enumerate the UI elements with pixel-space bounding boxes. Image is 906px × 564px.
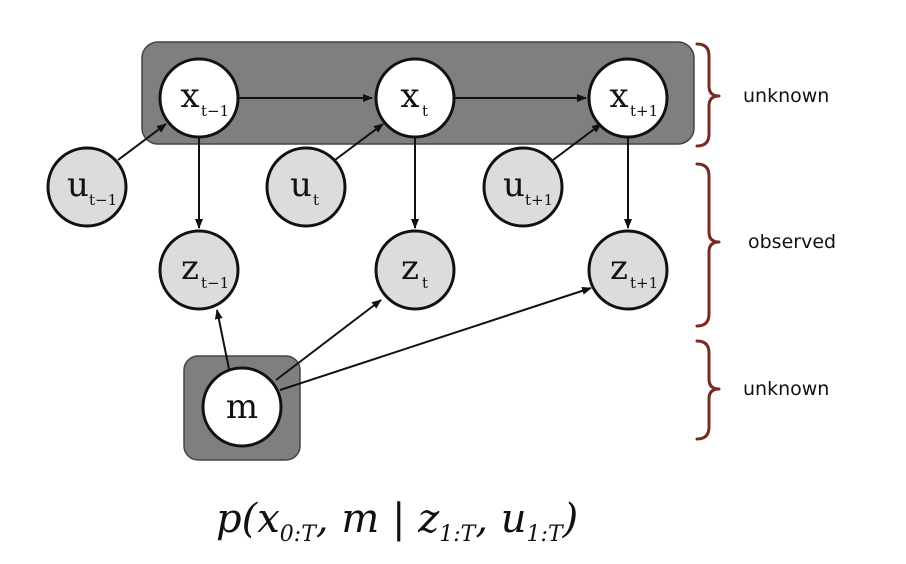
node-z-t-subscript: t — [422, 274, 428, 292]
formula-z-subscript: 1:T — [439, 522, 477, 547]
node-x-next-subscript: t+1 — [630, 102, 658, 120]
node-x-next: x t+1 — [587, 57, 669, 139]
node-u-next: u t+1 — [482, 146, 564, 228]
node-z-prev: z t−1 — [158, 229, 240, 311]
node-z-t: z t — [374, 229, 456, 311]
edge-u-next-to-x-next — [552, 123, 602, 161]
node-z-next-subscript: t+1 — [630, 274, 658, 292]
node-x-t-subscript: t — [422, 102, 428, 120]
node-x-next-label: x — [609, 76, 628, 116]
bracket-middle — [695, 162, 721, 328]
formula-u-subscript: 1:T — [527, 522, 565, 547]
formula-separator-2: , — [475, 496, 500, 542]
node-u-prev-label: u — [67, 165, 89, 205]
edge-m-to-z-next — [279, 287, 592, 391]
node-u-prev: u t−1 — [46, 146, 128, 228]
node-x-t: x t — [374, 57, 456, 139]
node-z-t-label: z — [401, 248, 419, 288]
formula-p: p( — [216, 496, 259, 542]
formula-x-subscript: 0:T — [280, 522, 318, 547]
node-z-next: z t+1 — [587, 229, 669, 311]
node-u-t-subscript: t — [313, 191, 319, 209]
posterior-formula: p(x0:T, m | z1:T, u1:T) — [216, 496, 578, 547]
formula-u: u — [501, 496, 527, 542]
node-z-prev-label: z — [181, 248, 199, 288]
formula-z: z — [417, 496, 440, 542]
node-z-next-label: z — [610, 248, 628, 288]
node-u-t-label: u — [290, 165, 312, 205]
edges — [117, 94, 632, 391]
bracket-top — [695, 42, 721, 148]
formula-x: x — [257, 496, 280, 542]
node-u-prev-subscript: t−1 — [89, 191, 117, 209]
formula-separator-1: , — [316, 496, 341, 542]
edge-m-to-z-prev — [214, 309, 230, 370]
node-z-prev-subscript: t−1 — [201, 274, 229, 292]
edge-m-to-z-t — [275, 299, 382, 381]
label-unknown-top: unknown — [743, 85, 829, 107]
node-x-prev-subscript: t−1 — [201, 102, 229, 120]
formula-conditional-bar: | — [379, 496, 418, 542]
node-x-t-label: x — [400, 76, 419, 116]
node-u-next-subscript: t+1 — [525, 191, 553, 209]
edge-u-t-to-x-t — [334, 123, 384, 161]
node-m: m — [201, 366, 283, 448]
node-u-t: u t — [265, 146, 347, 228]
bracket-bottom — [695, 339, 721, 441]
label-observed: observed — [748, 231, 836, 253]
node-x-prev-label: x — [180, 76, 199, 116]
node-x-prev: x t−1 — [158, 57, 240, 139]
label-unknown-bottom: unknown — [743, 378, 829, 400]
formula-close: ) — [562, 496, 579, 542]
node-m-label: m — [226, 387, 258, 427]
node-u-next-label: u — [503, 165, 525, 205]
formula-m: m — [341, 496, 379, 542]
edge-u-prev-to-x-prev — [117, 123, 167, 161]
